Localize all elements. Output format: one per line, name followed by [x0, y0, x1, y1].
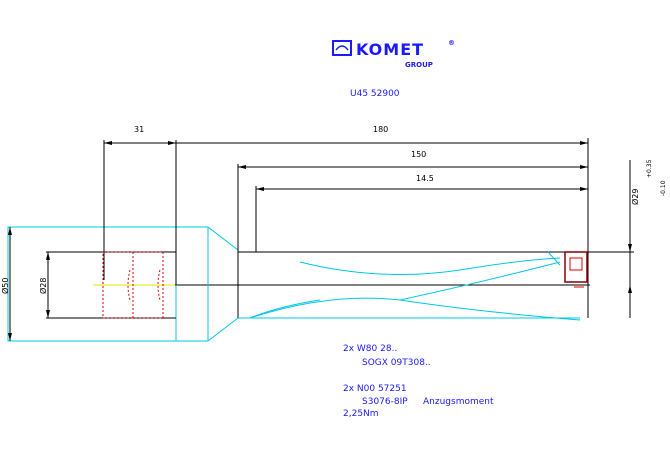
dimension-dia-bore: Ø28 — [38, 252, 50, 318]
insert-line-1: 2x W80 28.. — [343, 344, 397, 354]
part-number: U45 52900 — [350, 89, 400, 99]
dim-dia-shank-label: Ø50 — [0, 278, 10, 294]
torque-value: 2,25Nm — [343, 409, 379, 419]
komet-logo-icon — [332, 40, 352, 56]
logo-brand: KOMET — [356, 40, 424, 59]
dimension-31: 31 — [103, 125, 177, 285]
dimension-180: 180 — [176, 125, 589, 252]
dim-dia-bore-label: Ø28 — [38, 278, 48, 294]
screw-line-2: S3076-8IP — [362, 397, 408, 407]
logo-group: GROUP — [405, 61, 433, 69]
torque-label: Anzugsmoment — [423, 397, 494, 407]
dim-dia-tool-label: Ø29 — [630, 189, 640, 205]
dimension-150: 150 — [237, 150, 588, 252]
drill-body — [237, 250, 589, 321]
dimension-dia-tool: Ø29 +0.35 -0.10 — [588, 159, 667, 318]
dim-31-label: 31 — [134, 125, 144, 134]
dim-180-label: 180 — [373, 125, 388, 134]
dim-145-label: 14.5 — [416, 174, 434, 183]
dim-150-label: 150 — [411, 150, 426, 159]
logo-registered: ® — [448, 39, 455, 47]
cutting-insert — [564, 251, 588, 288]
insert-line-2: SOGX 09T308.. — [362, 358, 431, 368]
dim-tol-lower: -0.10 — [660, 180, 667, 196]
screw-line-1: 2x N00 57251 — [343, 384, 407, 394]
notes: 2x W80 28.. SOGX 09T308.. 2x N00 57251 S… — [343, 344, 494, 419]
dimension-dia-shank: Ø50 — [0, 227, 12, 341]
dim-tol-upper: +0.35 — [646, 159, 653, 178]
dimension-145: 14.5 — [255, 174, 588, 252]
komet-logo: KOMET ® GROUP — [332, 39, 455, 69]
clamping-hidden-lines — [102, 251, 164, 319]
